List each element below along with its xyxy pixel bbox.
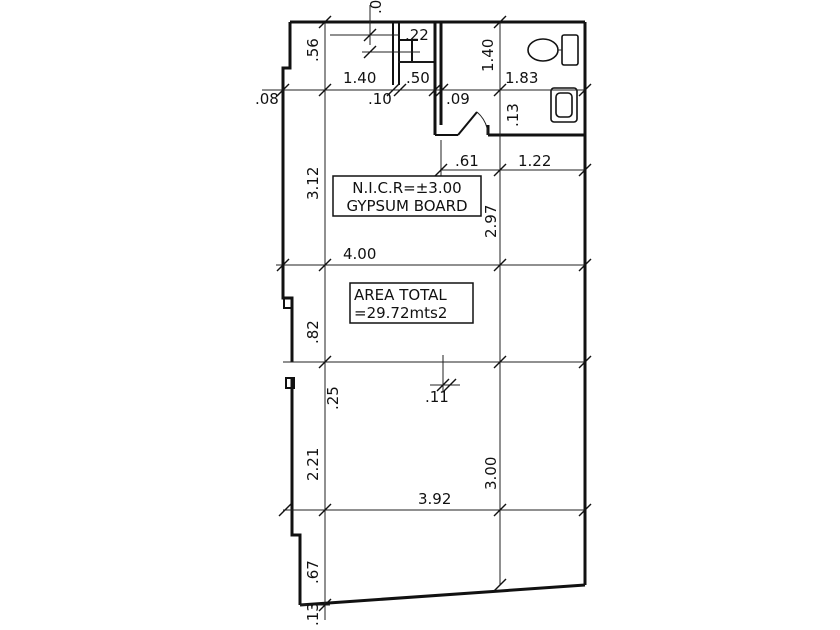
dim-13-bottom: .13 [304,602,322,626]
dim-82: .82 [304,320,322,344]
dim-300: 3.00 [482,457,500,490]
dimension-texts: .04 .22 .56 1.40 1.40 .50 1.83 .08 .10 .… [255,0,551,626]
dim-67: .67 [304,560,322,584]
tick-marks [276,15,592,612]
dim-10: .10 [368,90,392,108]
dim-140-top: 1.40 [479,39,497,72]
dim-400: 4.00 [343,245,376,263]
dim-122: 1.22 [518,152,551,170]
dim-25: .25 [324,386,342,410]
dim-140-left: 1.40 [343,69,376,87]
dim-297: 2.97 [482,205,500,238]
toilet-icon [527,34,579,66]
dim-392: 3.92 [418,490,451,508]
svg-text:AREA TOTAL: AREA TOTAL [354,286,447,304]
dim-221: 2.21 [304,448,322,481]
nicr-label: N.I.C.R=±3.00 GYPSUM BOARD [332,175,482,217]
door-swing-icon [457,111,489,136]
dim-61: .61 [455,152,479,170]
dim-04: .04 [367,0,385,14]
svg-text:=29.72mts2: =29.72mts2 [354,304,447,322]
svg-text:N.I.C.R=±3.00: N.I.C.R=±3.00 [352,179,461,197]
bathroom-walls [392,22,585,137]
dim-22: .22 [405,26,429,44]
dim-08: .08 [255,90,279,108]
dim-50: .50 [406,69,430,87]
dim-09: .09 [446,90,470,108]
dimension-lines [262,5,585,620]
dim-312: 3.12 [304,167,322,200]
outer-walls [281,20,587,607]
dim-56: .56 [304,38,322,62]
area-total-label: AREA TOTAL =29.72mts2 [349,282,474,324]
dim-11: .11 [425,388,449,406]
dim-13-bath: .13 [504,103,522,127]
svg-text:GYPSUM BOARD: GYPSUM BOARD [346,197,467,215]
dim-183: 1.83 [505,69,538,87]
sink-icon [550,87,578,123]
